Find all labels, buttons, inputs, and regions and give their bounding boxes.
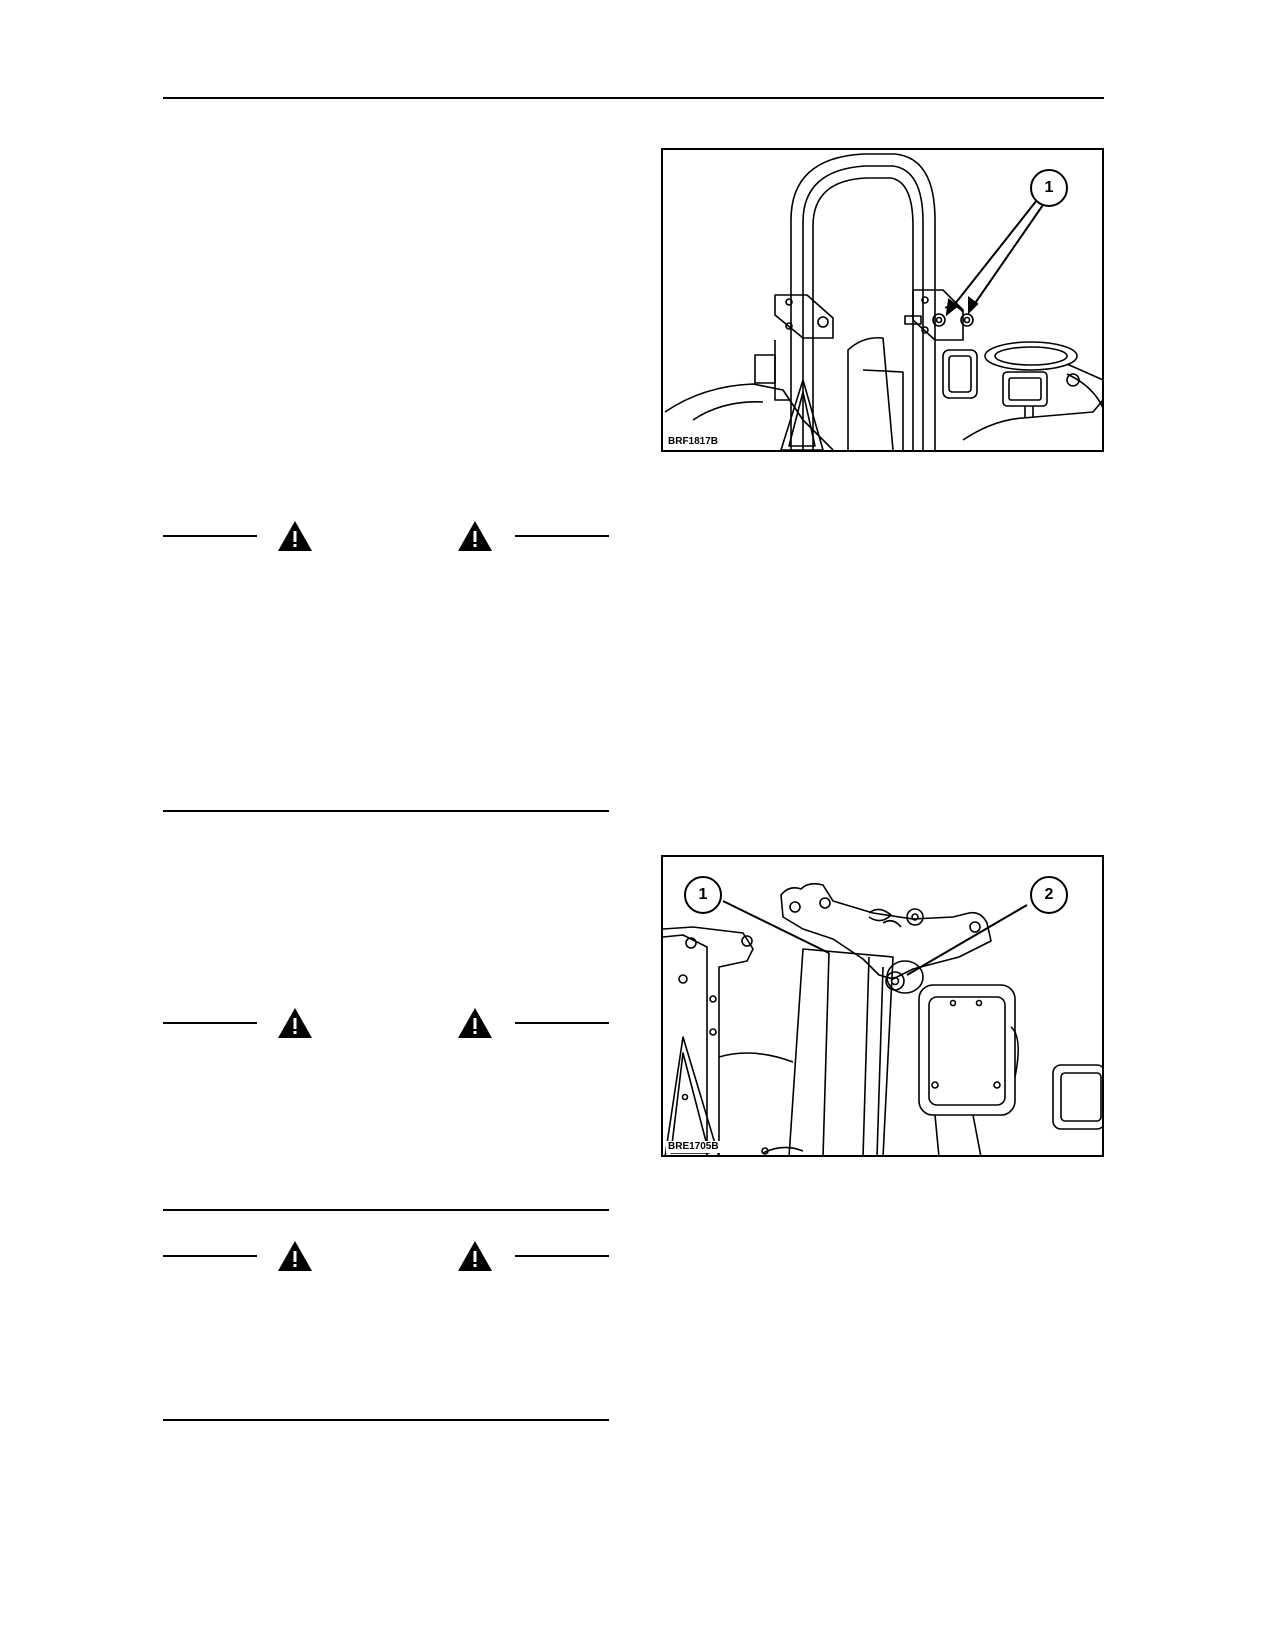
warning-rule-right [515, 1255, 609, 1257]
warning-bar [163, 518, 609, 558]
warning-triangle-icon [458, 521, 492, 551]
warning-triangle-icon [278, 1008, 312, 1038]
header-rule [163, 97, 1104, 99]
warning-triangle-icon [278, 1241, 312, 1271]
warning-triangle-icon [458, 1241, 492, 1271]
warning-rule-left [163, 1255, 257, 1257]
figure-code: BRE1705B [666, 1141, 721, 1153]
warning-rule-right [515, 1022, 609, 1024]
warning-bar [163, 1005, 609, 1045]
warning-triangle-icon [278, 521, 312, 551]
warning-end-rule [163, 1209, 609, 1211]
figure-code: BRF1817B [666, 436, 721, 448]
warning-bar [163, 1238, 609, 1278]
warning-end-rule [163, 810, 609, 812]
callout-1: 1 [1044, 179, 1054, 196]
figure-rops-pivot: 1 2 BRE1705B [661, 855, 1104, 1157]
warning-triangle-icon [458, 1008, 492, 1038]
callout-1: 1 [698, 886, 708, 903]
callout-2: 2 [1044, 886, 1054, 903]
warning-rule-left [163, 1022, 257, 1024]
rops-pivot-bracket-illustration [663, 876, 1102, 1155]
figure-rops-pins: 1 BRF1817B [661, 148, 1104, 452]
warning-rule-right [515, 535, 609, 537]
warning-end-rule [163, 1419, 609, 1421]
rops-frame-pin-illustration [664, 153, 1102, 450]
warning-rule-left [163, 535, 257, 537]
